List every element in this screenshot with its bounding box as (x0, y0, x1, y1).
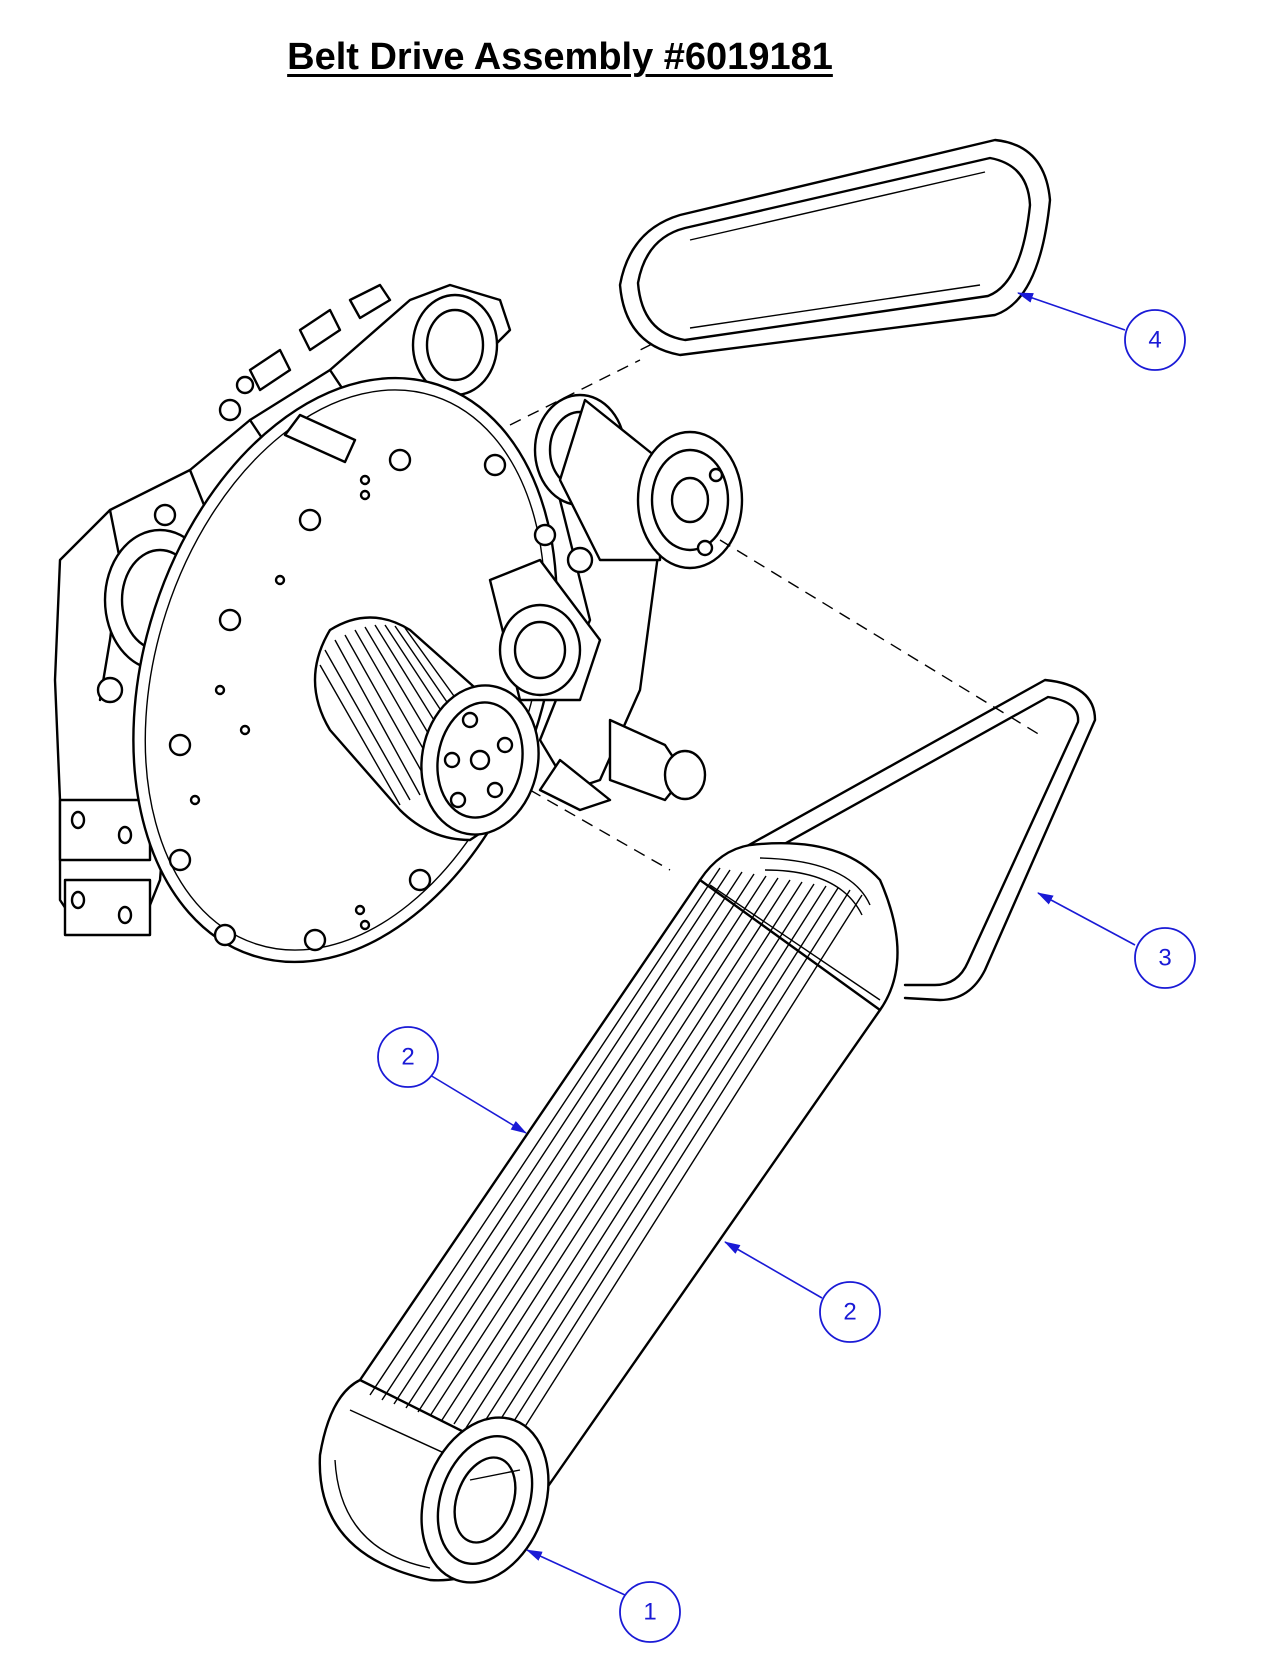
drive-pulley (313, 616, 671, 871)
drawing-title: Belt Drive Assembly #6019181 (287, 36, 833, 78)
callout-2-upper-label: 2 (401, 1044, 414, 1071)
callout-1: 1 (526, 1549, 681, 1643)
belt-part-4 (618, 138, 1052, 357)
callout-2-upper: 2 (377, 1026, 527, 1134)
belt-part-2 (318, 842, 899, 1582)
belt-part-3 (738, 678, 1097, 1002)
callout-3-label: 3 (1158, 945, 1171, 972)
tensioner-assembly (488, 289, 1041, 812)
callout-2-lower-label: 2 (843, 1299, 856, 1326)
callout-4: 4 (1017, 292, 1186, 371)
callout-1-label: 1 (643, 1599, 656, 1626)
callout-3: 3 (1037, 892, 1196, 989)
callout-2-lower: 2 (724, 1241, 881, 1343)
callout-4-label: 4 (1148, 327, 1161, 354)
pulley-part-1 (420, 1416, 550, 1584)
